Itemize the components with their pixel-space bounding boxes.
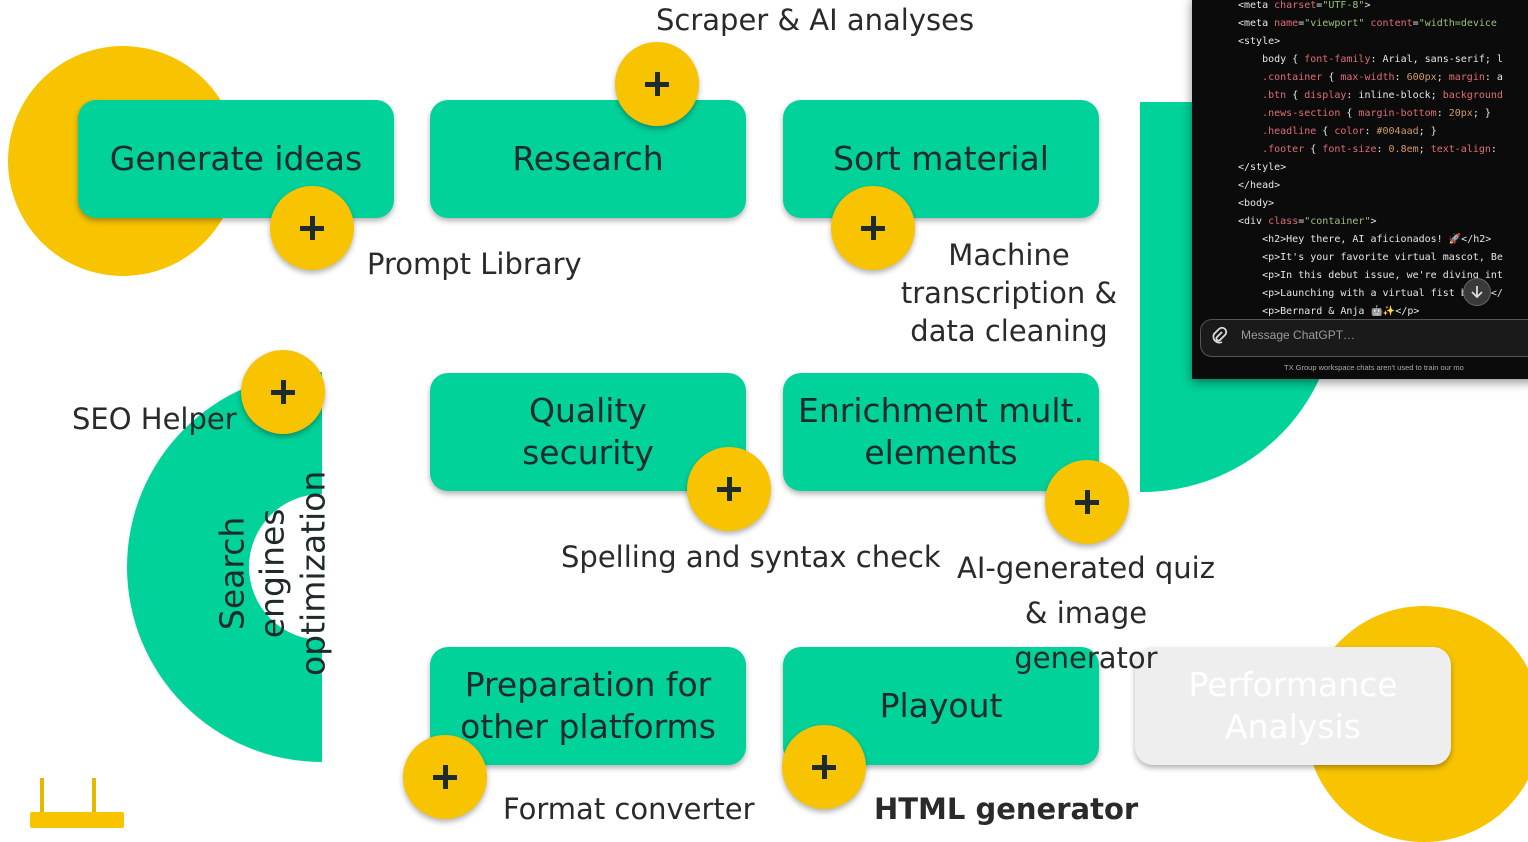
step-preparation: Preparation for other platforms: [430, 647, 746, 765]
step-sort-material: Sort material: [783, 100, 1099, 218]
workspace-footer-note: TX Group workspace chats aren't used to …: [1284, 363, 1464, 372]
tool-spelling: Spelling and syntax check: [561, 540, 941, 574]
code-line: <meta name="viewport" content="width=dev…: [1238, 18, 1497, 29]
plus-icon[interactable]: [615, 42, 699, 126]
step-playout: Playout: [783, 647, 1099, 765]
step-generate-ideas: Generate ideas: [78, 100, 394, 218]
tool-format-converter: Format converter: [503, 792, 755, 826]
tool-transcription: Machine transcription & data cleaning: [900, 238, 1118, 348]
code-line: <p>Bernard & Anja 🤖✨</p>: [1238, 306, 1420, 316]
code-line: </style>: [1238, 162, 1287, 173]
code-line: <meta charset="UTF-8">: [1238, 0, 1371, 11]
code-line: .btn { display: inline-block; background: [1238, 90, 1503, 101]
code-line: <p>In this debut issue, we're diving int: [1238, 270, 1503, 281]
message-placeholder: Message ChatGPT…: [1241, 328, 1356, 342]
code-line: .container { max-width: 600px; margin: a: [1238, 72, 1503, 83]
seo-arc: [127, 372, 322, 762]
code-line: .headline { color: #004aad; }: [1238, 126, 1437, 137]
message-input[interactable]: [1200, 319, 1528, 357]
code-line: </head>: [1238, 180, 1281, 191]
tool-html-generator: HTML generator: [874, 792, 1139, 826]
plus-icon[interactable]: [1045, 460, 1129, 544]
code-line: <div class="container">: [1238, 216, 1377, 227]
step-label: Generate ideas: [109, 139, 363, 179]
step-label: Playout: [879, 686, 1003, 726]
plus-icon[interactable]: [831, 186, 915, 270]
plus-icon[interactable]: [687, 447, 771, 531]
arrow-down-icon[interactable]: [1463, 278, 1491, 306]
plus-icon[interactable]: [270, 186, 354, 270]
code-line: <style>: [1238, 36, 1281, 47]
step-label: Performance Analysis: [1188, 665, 1398, 746]
step-search-engines-optimization: Search engines optimization: [212, 470, 333, 676]
tool-prompt-library: Prompt Library: [367, 247, 582, 281]
step-label: Research: [512, 139, 664, 179]
plus-icon[interactable]: [403, 735, 487, 819]
step-research: Research: [430, 100, 746, 218]
seo-label-wrap: Search engines optimization: [188, 468, 358, 678]
step-label: Quality security: [522, 391, 654, 472]
code-line: <body>: [1238, 198, 1275, 209]
code-line: .footer { font-size: 0.8em; text-align:: [1238, 144, 1497, 155]
code-view: <meta charset="UTF-8"> <meta name="viewp…: [1238, 0, 1528, 316]
step-label: Sort material: [833, 139, 1049, 179]
plus-icon[interactable]: [241, 350, 325, 434]
step-label: Preparation for other platforms: [460, 665, 716, 746]
code-line: <h2>Hey there, AI aficionados! 🚀</h2>: [1238, 234, 1492, 245]
step-label: Enrichment mult. elements: [797, 391, 1084, 472]
tool-quiz: AI-generated quiz & image generator: [957, 551, 1215, 675]
plus-icon[interactable]: [782, 725, 866, 809]
tool-seo-helper: SEO Helper: [72, 402, 237, 436]
tool-scraper: Scraper & AI analyses: [656, 3, 975, 37]
step-performance-analysis: Performance Analysis: [1135, 647, 1451, 765]
paperclip-icon[interactable]: [1210, 326, 1228, 346]
chatgpt-window: [1192, 0, 1528, 379]
code-line: <p>It's your favorite virtual mascot, Be: [1238, 252, 1503, 263]
code-line: body { font-family: Arial, sans-serif; l: [1238, 54, 1503, 65]
step-enrichment: Enrichment mult. elements: [783, 373, 1099, 491]
router-icon: [30, 778, 124, 828]
code-line: .news-section { margin-bottom: 20px; }: [1238, 108, 1491, 119]
